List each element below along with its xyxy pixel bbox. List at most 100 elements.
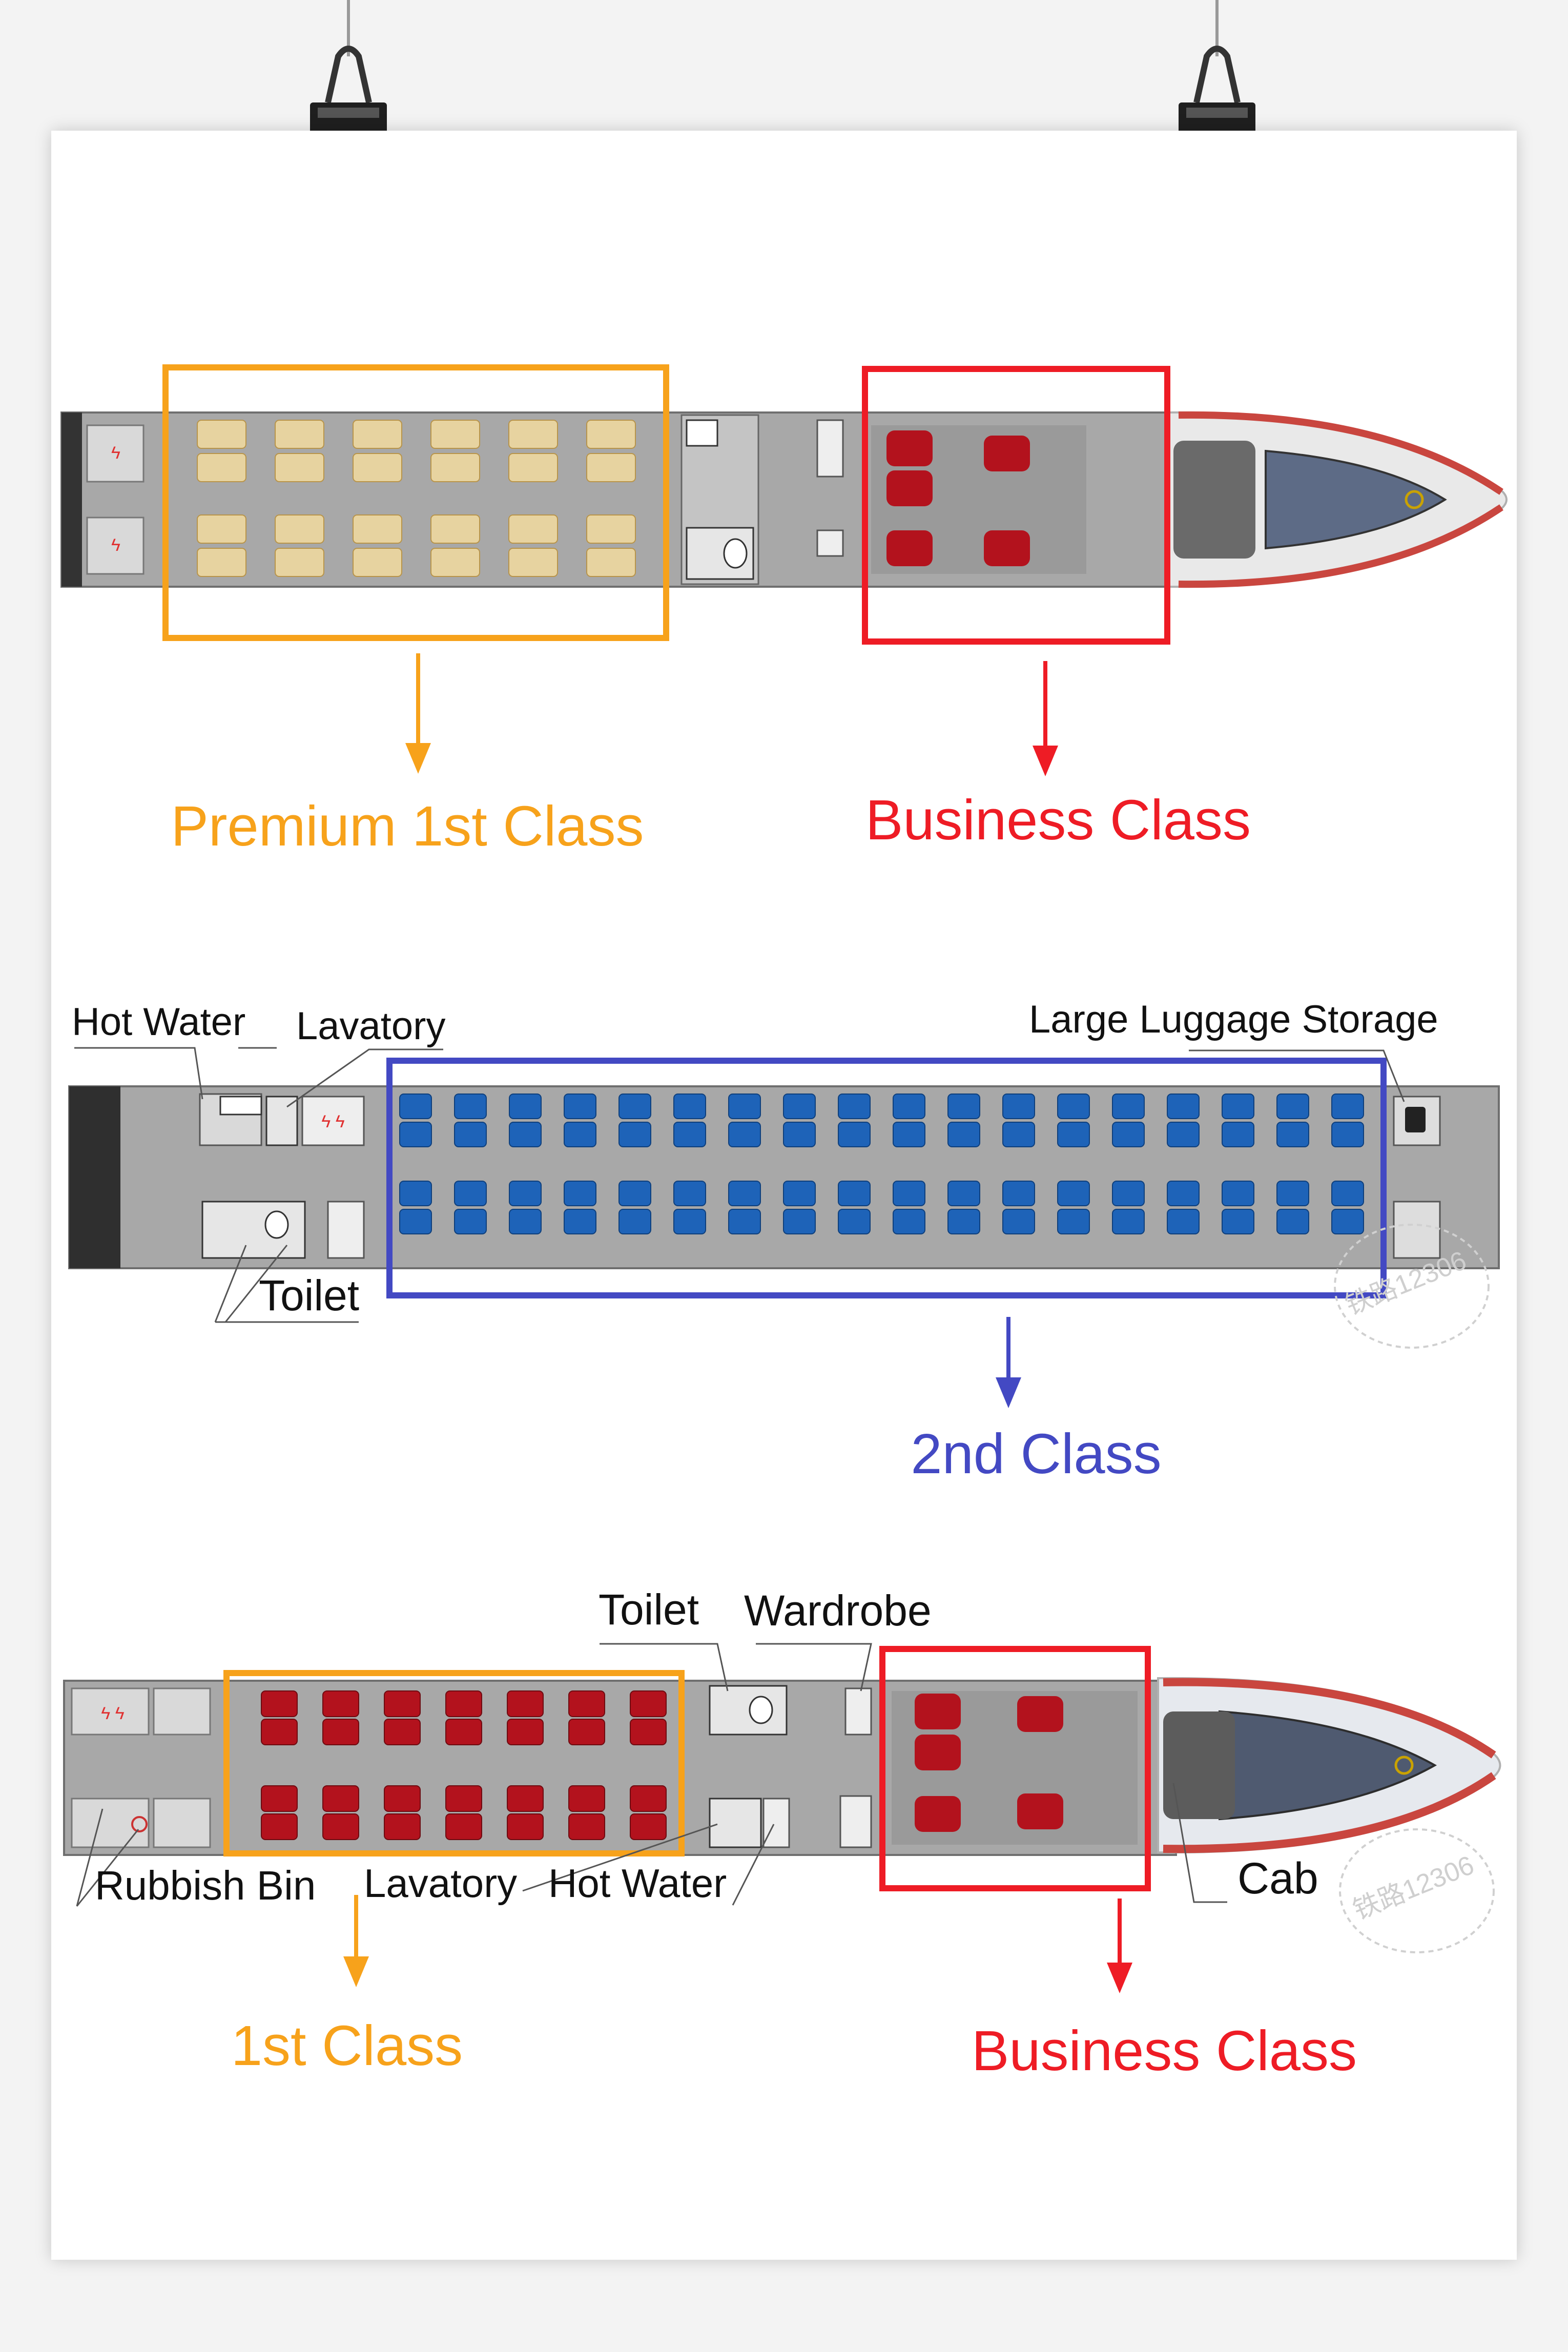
seat [783,1094,816,1119]
wardrobe-leader [756,1643,872,1691]
watermark-stamp [1334,1224,1490,1349]
seat [261,1813,298,1840]
seat [353,420,402,449]
seat [508,453,558,482]
business-seat [886,430,933,466]
toilet-leader-1 [214,1245,247,1323]
seat [509,1209,542,1234]
seat [508,548,558,577]
seat [445,1813,482,1840]
lavatory-leader [286,1048,443,1108]
top-nose-red-stripe [1178,411,1503,495]
premium-class-label: Premium 1st Class [171,795,644,858]
seat [261,1785,298,1812]
bottom-lavatory-leader [522,1823,718,1892]
seat [322,1813,359,1840]
business-arrow-head-top [1033,746,1058,776]
cab-label: Cab [1237,1854,1318,1903]
seat [275,548,324,577]
seat [322,1690,359,1717]
seat [618,1094,651,1119]
seat [197,453,246,482]
top-toilet-icon [723,538,748,569]
seat [893,1181,925,1206]
bottom-toilet-label: Toilet [599,1585,699,1634]
seat [838,1209,871,1234]
seat [1112,1209,1145,1234]
seat [728,1094,761,1119]
top-end-door-upper [86,424,145,483]
seat [197,420,246,449]
top-extinguisher-box [816,529,844,557]
wardrobe-label: Wardrobe [744,1586,932,1635]
top-end-door-lower [86,517,145,575]
seat [275,514,324,544]
seat [1276,1094,1309,1119]
seat [261,1690,298,1717]
seat [430,420,480,449]
seat [275,420,324,449]
top-car-coupler [61,412,82,587]
seat [507,1785,544,1812]
bottom-rubbish-unit [153,1798,211,1848]
top-extinguisher-icon-2: ϟ [111,535,120,555]
rubbish-leader-2 [76,1829,139,1907]
seat [384,1719,421,1745]
seat [1222,1209,1254,1234]
seat [1057,1122,1090,1147]
seat [564,1094,596,1119]
middle-lavatory-unit [265,1096,298,1146]
seat [430,514,480,544]
middle-hot-water-label: Hot Water [72,1000,245,1044]
seat [1002,1209,1035,1234]
middle-toilet-icon [264,1210,289,1239]
seat [1276,1122,1309,1147]
seat [275,453,324,482]
bottom-hot-water-label: Hot Water [548,1861,727,1906]
top-cab-console [1173,441,1255,559]
watermark-stamp-2 [1339,1828,1495,1953]
business-seat [915,1796,961,1832]
seat [673,1094,706,1119]
seat [568,1813,605,1840]
first-class-label: 1st Class [231,2014,463,2077]
business-class-highlight-bottom [879,1646,1151,1891]
bottom-nose-red-stripe-lower [1163,1772,1496,1853]
bottom-toilet-icon [749,1696,773,1724]
seat [1057,1181,1090,1206]
seat [430,453,480,482]
seat [838,1181,871,1206]
seat [353,453,402,482]
seat [384,1690,421,1717]
seat [1222,1181,1254,1206]
seat [445,1690,482,1717]
bottom-extinguisher-box [839,1795,872,1848]
seat [568,1785,605,1812]
seat [673,1209,706,1234]
seat [586,453,636,482]
seat [1331,1209,1364,1234]
bottom-hot-water-unit [762,1798,790,1848]
business-arrow-head-bottom [1107,1963,1132,1993]
bottom-lavatory-unit [709,1798,762,1848]
seat [509,1122,542,1147]
business-seat [915,1694,961,1729]
seat [947,1209,980,1234]
seat [384,1813,421,1840]
seat [1002,1122,1035,1147]
seat [1222,1122,1254,1147]
first-class-highlight [223,1670,685,1856]
bottom-end-door-upper [71,1687,150,1736]
seat [445,1785,482,1812]
middle-car-coupler [69,1086,120,1268]
seat [322,1719,359,1745]
top-sink-icon [686,419,718,447]
seat [445,1719,482,1745]
top-train: ϟ ϟ [60,364,1508,776]
seat [1331,1122,1364,1147]
business-seat [984,530,1030,566]
seat [564,1209,596,1234]
seat [1002,1094,1035,1119]
seat [618,1181,651,1206]
seat [586,420,636,449]
